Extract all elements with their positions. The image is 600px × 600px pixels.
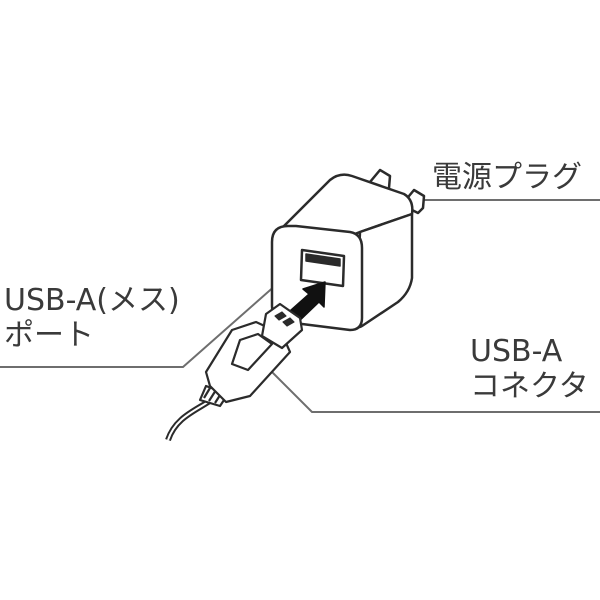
leader-line-usb-a-port xyxy=(0,261,303,368)
ac-adapter-icon xyxy=(270,168,426,332)
usb-a-connector-shell xyxy=(260,302,304,350)
leader-lines xyxy=(0,199,600,413)
usb-a-port-label-line1: USB-A(メス) xyxy=(4,283,180,318)
usb-a-port-tongue xyxy=(305,253,341,267)
adapter-side-face xyxy=(354,212,414,329)
usb-a-connector-label-line2: コネクタ xyxy=(470,369,589,404)
usb-a-connector-label-line1: USB-A xyxy=(470,334,563,369)
cable-wire xyxy=(165,395,216,442)
leader-line-usb-a-connector xyxy=(267,367,600,413)
usb-a-port-label-line2: ポート xyxy=(4,318,94,353)
power-plug-label: 電源プラグ xyxy=(432,160,582,195)
cable-strain-relief-ring-1 xyxy=(203,387,211,399)
usb-a-connector-recess xyxy=(230,332,274,372)
usb-a-connector-shell-hole-1 xyxy=(274,311,287,321)
usb-a-connector-shell-hole-2 xyxy=(282,317,295,327)
usb-cable-icon xyxy=(165,302,304,442)
